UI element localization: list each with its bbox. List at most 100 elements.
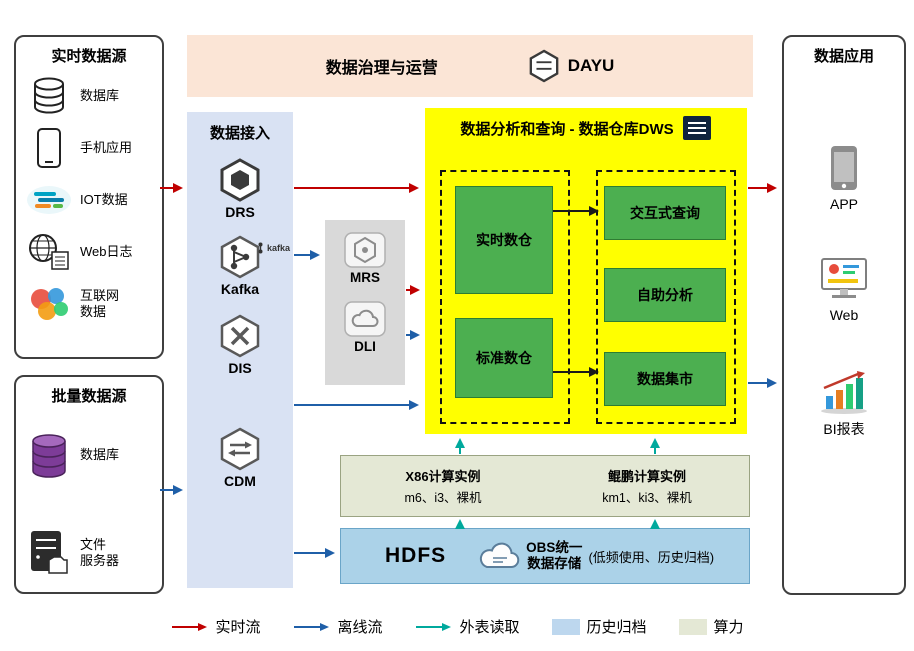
source-item-label: 互联网 数据 [80,287,120,319]
x86-compute: X86计算实例 m6、i3、裸机 [341,456,545,516]
governance-banner: 数据治理与运营 DAYU [187,35,753,97]
dli-icon [344,301,386,337]
drs-icon [220,158,260,202]
app-item-label: APP [829,196,858,212]
processing-box: MRS DLI [325,220,405,385]
mrs-icon [344,232,386,268]
governance-title: 数据治理与运营 [325,60,438,77]
source-item-weblog: Web日志 [16,226,162,278]
obs-cloud-icon [480,542,520,569]
kafka-logo-icon [258,242,263,254]
kafka-wordmark-text: kafka [266,243,290,253]
legend-label: 离线流 [337,619,383,636]
module-realtime-warehouse: 实时数仓 [455,186,553,294]
dws-warehouse-group [440,170,570,424]
source-item-internet: 互联网 数据 [16,278,162,330]
web-log-icon [24,233,74,271]
legend-compute-power: 算力 [678,616,744,637]
legend-label: 算力 [713,619,744,636]
compute-instances-box: X86计算实例 m6、i3、裸机 鲲鹏计算实例 km1、ki3、裸机 [340,455,750,517]
module-self-service-analysis: 自助分析 [604,268,726,322]
dayu-icon [529,49,559,83]
offline-flow-arrow-icon [294,622,330,631]
service-cdm: CDM [187,426,293,489]
app-item-label: Web [829,307,859,323]
service-drs: DRS [187,157,293,220]
compute-power-swatch [678,618,707,635]
history-archive-swatch [551,618,580,635]
ingestion-column: 数据接入 DRS [187,112,293,588]
obs-note: (低频使用、历史归档) [588,549,715,565]
app-item-web: Web [817,257,871,323]
source-item-label: 手机应用 [80,139,133,155]
source-item-label: 数据库 [80,446,120,462]
service-name: MRS [350,270,380,285]
iot-icon [24,183,74,217]
service-name: DRS [225,204,255,220]
legend-label: 实时流 [215,619,261,636]
file-server-icon [24,529,74,577]
app-icon [831,146,857,190]
source-item-label: IOT数据 [80,191,128,207]
legend-external-read: 外表读取 [414,616,520,637]
legend-label: 历史归档 [586,619,647,636]
dws-service-group [596,170,736,424]
database-purple-icon [24,430,74,480]
dis-icon [220,314,260,358]
ingestion-title: 数据接入 [209,125,270,142]
dayu-product: DAYU [528,49,615,83]
source-item-label: 文件 服务器 [80,536,120,568]
web-icon [821,258,867,298]
batch-sources-box: 批量数据源 数据库 [14,375,164,594]
source-item-label: 数据库 [80,87,120,103]
source-item-iot: IOT数据 [16,174,162,226]
source-item-file-server: 文件 服务器 [16,518,162,588]
applications-box: 数据应用 APP Web [782,35,906,595]
app-item-bi: BI报表 [817,371,871,439]
module-data-mart: 数据集市 [604,352,726,406]
dws-title: 数据分析和查询 - 数据仓库DWS [460,120,674,138]
dayu-label: DAYU [567,56,615,75]
service-name: CDM [224,473,256,489]
service-name: DIS [228,360,252,376]
hdfs-label: HDFS [385,544,447,567]
storage-box: HDFS OBS统一 数据存储 (低频使用、历史归档) [340,528,750,584]
x86-compute-models: m6、i3、裸机 [404,491,482,505]
internet-data-icon [24,285,74,323]
service-name: DLI [354,339,376,354]
kafka-wordmark: kafka [256,242,290,254]
legend-realtime-flow: 实时流 [170,616,260,637]
service-name: Kafka [220,281,260,297]
realtime-flow-arrow-icon [172,622,208,631]
kafka-icon [220,235,260,279]
kunpeng-compute-title: 鲲鹏计算实例 [607,469,686,484]
external-read-arrow-icon [416,622,452,631]
source-item-batch-database: 数据库 [16,420,162,490]
database-icon [24,76,74,116]
module-interactive-query: 交互式查询 [604,186,726,240]
service-dis: DIS [187,313,293,376]
legend-label: 外表读取 [459,619,520,636]
kunpeng-compute: 鲲鹏计算实例 km1、ki3、裸机 [545,456,749,516]
realtime-sources-title: 实时数据源 [51,48,127,65]
bi-report-icon [821,371,867,414]
applications-title: 数据应用 [813,48,874,65]
service-dli: DLI [325,301,405,354]
app-item-app: APP [829,144,859,212]
kunpeng-compute-models: km1、ki3、裸机 [602,491,692,505]
source-item-mobile: 手机应用 [16,122,162,174]
realtime-sources-box: 实时数据源 数据库 手机应 [14,35,164,359]
batch-sources-title: 批量数据源 [51,388,127,405]
service-mrs: MRS [325,232,405,285]
legend: 实时流 离线流 外表读取 历史归档 算力 [0,616,914,637]
dws-document-icon [682,116,711,140]
mobile-app-icon [24,127,74,169]
app-item-label: BI报表 [823,421,865,437]
service-kafka: kafka Kafka [187,234,293,297]
obs-label: OBS统一 数据存储 [526,539,583,571]
module-standard-warehouse: 标准数仓 [455,318,553,398]
cdm-icon [220,427,260,471]
x86-compute-title: X86计算实例 [405,469,481,484]
source-item-label: Web日志 [80,243,133,259]
legend-history-archive: 历史归档 [551,616,647,637]
